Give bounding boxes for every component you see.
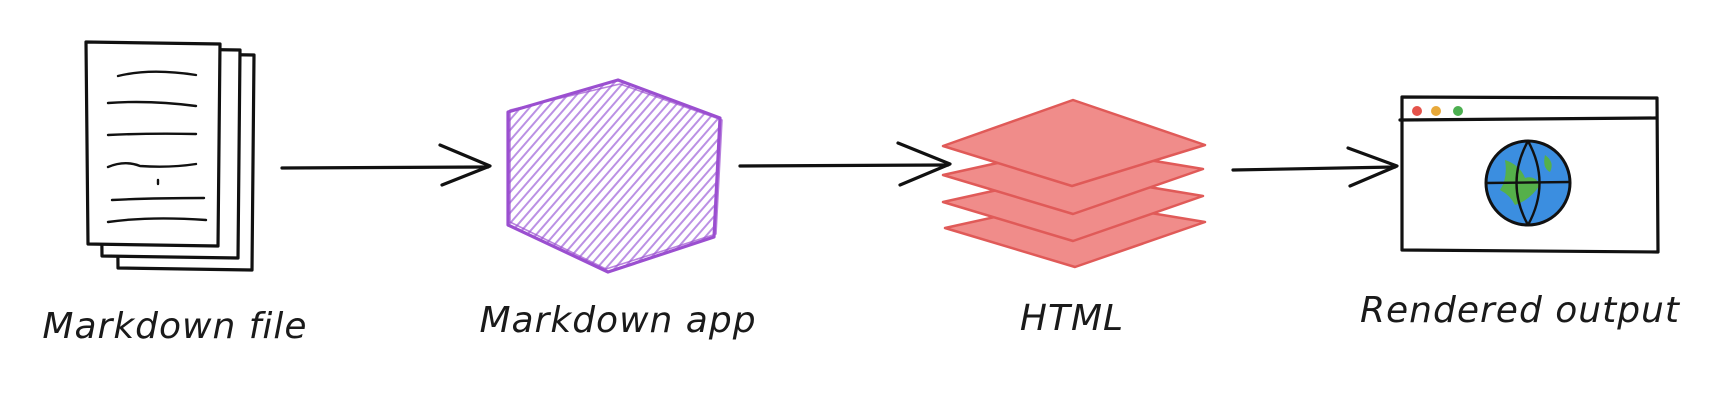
- window-dot-green: [1453, 106, 1463, 116]
- window-dot-yellow: [1431, 106, 1441, 116]
- hexagon-icon: [506, 78, 723, 274]
- layers-stack-icon: [941, 98, 1207, 269]
- arrow-3: [1231, 146, 1399, 188]
- arrow-1: [280, 143, 492, 187]
- browser-globe-icon: [1398, 95, 1660, 254]
- node-label-markdown-app: Markdown app: [479, 300, 757, 341]
- node-label-markdown-file: Markdown file: [42, 306, 308, 347]
- node-label-rendered-output: Rendered output: [1360, 290, 1680, 331]
- node-label-html: HTML: [1019, 298, 1125, 339]
- document-stack-icon: [84, 40, 256, 272]
- arrow-2: [738, 141, 952, 187]
- window-dot-red: [1412, 106, 1422, 116]
- globe-icon: [1484, 139, 1572, 227]
